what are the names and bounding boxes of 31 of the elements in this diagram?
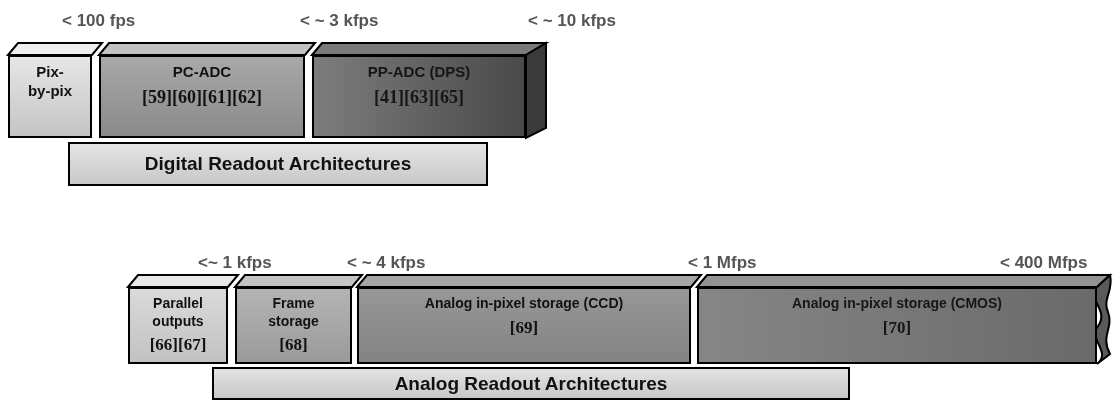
architecture-block	[128, 287, 228, 364]
block-title: Parallel outputs	[151, 295, 205, 330]
category-banner	[212, 367, 850, 400]
banner-title: Analog Readout Architectures	[394, 371, 668, 396]
architecture-block	[697, 287, 1097, 364]
reference-numbers: [68]	[279, 334, 308, 356]
block-title: Pix- by-pix	[26, 63, 74, 101]
block-title: PP-ADC (DPS)	[367, 63, 471, 82]
block-title: PC-ADC	[172, 63, 232, 82]
frame-rate-limit: < ~ 10 kfps	[528, 10, 616, 32]
block-title: Analog in-pixel storage (CCD)	[424, 295, 624, 313]
reference-numbers: [66][67]	[149, 334, 207, 356]
architecture-block	[8, 55, 92, 138]
frame-rate-limit: < ~ 4 kfps	[347, 252, 426, 274]
frame-rate-limit: < 400 Mfps	[1000, 252, 1088, 274]
architecture-block	[99, 55, 305, 138]
frame-rate-limit: < 100 fps	[62, 10, 136, 32]
architecture-block	[235, 287, 352, 364]
block-title: Frame storage	[267, 295, 320, 330]
frame-rate-limit: <~ 1 kfps	[198, 252, 272, 274]
reference-numbers: [41][63][65]	[374, 85, 464, 109]
frame-rate-limit: < 1 Mfps	[688, 252, 757, 274]
frame-rate-limit: < ~ 3 kfps	[300, 10, 379, 32]
reference-numbers: [70]	[882, 316, 912, 338]
architecture-block	[357, 287, 691, 364]
reference-numbers: [69]	[509, 316, 539, 338]
architecture-block	[312, 55, 526, 138]
block-title: Analog in-pixel storage (CMOS)	[792, 295, 1002, 313]
reference-numbers: [59][60][61][62]	[142, 85, 262, 109]
banner-title: Digital Readout Architectures	[144, 152, 412, 176]
category-banner	[68, 142, 488, 186]
